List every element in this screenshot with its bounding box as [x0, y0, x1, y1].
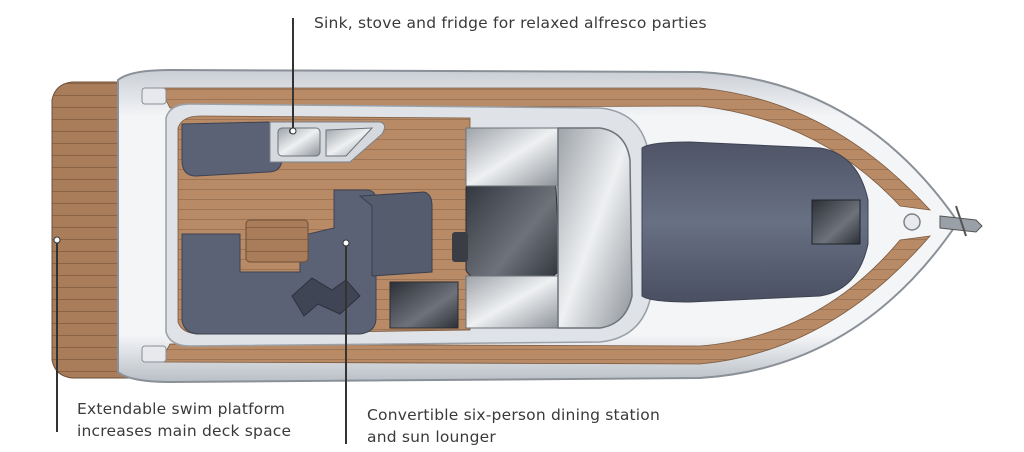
- galley-unit: [269, 121, 386, 163]
- galley-callout: Sink, stove and fridge for relaxed alfre…: [314, 12, 707, 34]
- port-walkway: [159, 87, 932, 211]
- swim-platform-line-2: increases main deck space: [77, 422, 292, 440]
- windscreen-frame: [557, 127, 633, 329]
- bow-sunpad: [641, 141, 869, 303]
- swim-platform-callout: Extendable swim platform increases main …: [77, 398, 291, 442]
- cockpit-hatch: [389, 281, 459, 329]
- starboard-walkway: [159, 235, 931, 365]
- helm-seat: [358, 191, 433, 277]
- galley-callout-text: Sink, stove and fridge for relaxed alfre…: [314, 14, 707, 32]
- cushions: [291, 277, 361, 317]
- dining-line-1: Convertible six-person dining station: [367, 406, 661, 424]
- aft-port-seat: [181, 121, 283, 177]
- cleat-icon: [903, 213, 921, 231]
- dining-callout: Convertible six-person dining station an…: [367, 404, 660, 448]
- stern-cleat-port: [141, 87, 167, 105]
- dining-line-2: and sun lounger: [367, 428, 496, 446]
- windscreen-upper: [465, 127, 559, 187]
- stern-cleat-starboard: [141, 345, 167, 363]
- deck-hatch-icon: [811, 199, 861, 245]
- helm-console: [452, 232, 468, 262]
- swim-platform-line-1: Extendable swim platform: [77, 400, 286, 418]
- windscreen-lower: [465, 275, 559, 329]
- dining-table: [245, 219, 309, 263]
